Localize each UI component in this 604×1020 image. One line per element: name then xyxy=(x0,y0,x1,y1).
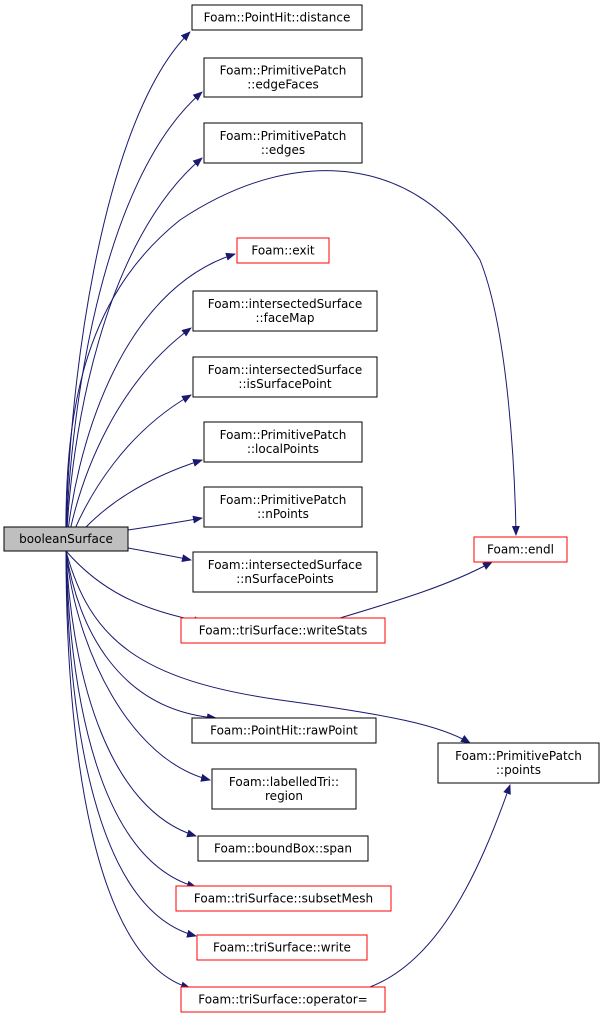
edge-root-to-primitivepatch-npoints xyxy=(127,515,203,531)
node-trisurface-subsetmesh[interactable]: Foam::triSurface::subsetMesh xyxy=(175,885,392,912)
primitivepatch-npoints-label-line-2: ::nPoints xyxy=(257,507,309,521)
pointhit-distance-box xyxy=(191,4,363,31)
node-primitivepatch-npoints[interactable]: Foam::PrimitivePatch::nPoints xyxy=(203,486,363,528)
root-node[interactable]: booleanSurface xyxy=(3,526,129,552)
edge-root-to-trisurface-writestats xyxy=(65,550,204,625)
foam-endl-box xyxy=(473,536,568,563)
primitivepatch-edgefaces-box xyxy=(203,57,363,98)
edge-root-to-foam-exit xyxy=(65,252,236,552)
edge-root-to-primitivepatch-edgefaces xyxy=(65,91,203,552)
intersectedsurface-facemap-box xyxy=(192,290,378,332)
primitivepatch-points-label-line-2: ::points xyxy=(496,763,541,777)
nodes-layer: booleanSurface Foam::PointHit::distanceFo… xyxy=(3,4,600,1013)
node-boundbox-span[interactable]: Foam::boundBox::span xyxy=(197,835,369,862)
node-primitivepatch-edges[interactable]: Foam::PrimitivePatch::edges xyxy=(203,122,363,164)
primitivepatch-edges-box xyxy=(203,122,363,164)
intersectedsurface-issurfacepoint-box xyxy=(192,356,378,398)
intersectedsurface-facemap-label-line-1: Foam::intersectedSurface xyxy=(208,297,363,311)
trisurface-writestats-box xyxy=(180,617,386,644)
trisurface-writestats-label: Foam::triSurface::writeStats xyxy=(199,624,368,638)
node-pointhit-rawpoint[interactable]: Foam::PointHit::rawPoint xyxy=(191,717,377,744)
primitivepatch-edges-label-line-2: ::edges xyxy=(261,143,305,157)
root-box xyxy=(3,526,129,552)
edge-root-to-trisurface-operator-assign xyxy=(65,550,191,990)
edge-root-to-intersectedsurface-nsurfacepoints xyxy=(127,547,192,563)
node-pointhit-distance[interactable]: Foam::PointHit::distance xyxy=(191,4,363,31)
primitivepatch-points-box xyxy=(437,742,600,784)
intersectedsurface-nsurfacepoints-box xyxy=(192,551,378,593)
edge-root-to-trisurface-write xyxy=(65,550,197,938)
node-labelledtri-region[interactable]: Foam::labelledTri::region xyxy=(211,768,357,810)
primitivepatch-edges-label-line-1: Foam::PrimitivePatch xyxy=(220,129,347,143)
node-primitivepatch-edgefaces[interactable]: Foam::PrimitivePatch::edgeFaces xyxy=(203,57,363,98)
intersectedsurface-nsurfacepoints-label-line-2: ::nSurfacePoints xyxy=(236,572,333,586)
trisurface-write-label: Foam::triSurface::write xyxy=(213,941,351,955)
edge-root-to-intersectedsurface-facemap xyxy=(65,327,192,552)
pointhit-distance-label: Foam::PointHit::distance xyxy=(204,11,351,25)
node-intersectedsurface-nsurfacepoints[interactable]: Foam::intersectedSurface::nSurfacePoints xyxy=(192,551,378,593)
trisurface-subsetmesh-label: Foam::triSurface::subsetMesh xyxy=(194,892,373,906)
node-trisurface-writestats[interactable]: Foam::triSurface::writeStats xyxy=(180,617,386,644)
node-foam-endl[interactable]: Foam::endl xyxy=(473,536,568,563)
primitivepatch-npoints-label-line-1: Foam::PrimitivePatch xyxy=(220,493,347,507)
primitivepatch-localpoints-label-line-1: Foam::PrimitivePatch xyxy=(220,428,347,442)
edge-root-to-pointhit-rawpoint xyxy=(65,550,217,722)
node-foam-exit[interactable]: Foam::exit xyxy=(236,237,330,264)
edge-root-to-trisurface-subsetmesh xyxy=(65,550,197,889)
intersectedsurface-issurfacepoint-label-line-1: Foam::intersectedSurface xyxy=(208,363,363,377)
primitivepatch-localpoints-box xyxy=(203,421,363,463)
foam-exit-label: Foam::exit xyxy=(251,244,315,258)
edge-root-to-primitivepatch-edges xyxy=(65,157,203,552)
foam-endl-label: Foam::endl xyxy=(487,543,554,557)
edge-root-to-primitivepatch-points xyxy=(65,550,471,744)
primitivepatch-edgefaces-label-line-2: ::edgeFaces xyxy=(247,78,318,92)
trisurface-write-box xyxy=(196,934,368,961)
labelledtri-region-label-line-1: Foam::labelledTri:: xyxy=(229,775,339,789)
labelledtri-region-label-line-2: region xyxy=(265,789,303,803)
node-intersectedsurface-facemap[interactable]: Foam::intersectedSurface::faceMap xyxy=(192,290,378,332)
intersectedsurface-facemap-label-line-2: ::faceMap xyxy=(256,311,315,325)
intersectedsurface-issurfacepoint-label-line-2: ::isSurfacePoint xyxy=(238,377,331,391)
foam-exit-box xyxy=(236,237,330,264)
node-trisurface-write[interactable]: Foam::triSurface::write xyxy=(196,934,368,961)
primitivepatch-points-label-line-1: Foam::PrimitivePatch xyxy=(455,749,582,763)
node-primitivepatch-localpoints[interactable]: Foam::PrimitivePatch::localPoints xyxy=(203,421,363,463)
boundbox-span-box xyxy=(197,835,369,862)
intersectedsurface-nsurfacepoints-label-line-1: Foam::intersectedSurface xyxy=(208,558,363,572)
primitivepatch-localpoints-label-line-2: ::localPoints xyxy=(247,442,319,456)
edge-root-to-foam-endl xyxy=(65,170,520,552)
primitivepatch-edgefaces-label-line-1: Foam::PrimitivePatch xyxy=(220,64,347,78)
trisurface-subsetmesh-box xyxy=(175,885,392,912)
edge-root-to-labelledtri-region xyxy=(65,550,211,782)
edges-layer xyxy=(65,31,520,990)
node-intersectedsurface-issurfacepoint[interactable]: Foam::intersectedSurface::isSurfacePoint xyxy=(192,356,378,398)
boundbox-span-label: Foam::boundBox::span xyxy=(214,842,352,856)
trisurface-operator-assign-label: Foam::triSurface::operator= xyxy=(198,993,367,1007)
pointhit-rawpoint-label: Foam::PointHit::rawPoint xyxy=(210,724,358,738)
edge-trisurface-operator-assign-to-primitivepatch-points xyxy=(369,784,511,988)
primitivepatch-npoints-box xyxy=(203,486,363,528)
root-label: booleanSurface xyxy=(19,532,113,546)
labelledtri-region-box xyxy=(211,768,357,810)
trisurface-operator-assign-box xyxy=(180,986,386,1013)
node-trisurface-operator-assign[interactable]: Foam::triSurface::operator= xyxy=(180,986,386,1013)
edge-root-to-boundbox-span xyxy=(65,550,197,838)
pointhit-rawpoint-box xyxy=(191,717,377,744)
edge-root-to-pointhit-distance xyxy=(65,31,191,552)
node-primitivepatch-points[interactable]: Foam::PrimitivePatch::points xyxy=(437,742,600,784)
edge-trisurface-writestats-to-foam-endl xyxy=(339,561,493,619)
